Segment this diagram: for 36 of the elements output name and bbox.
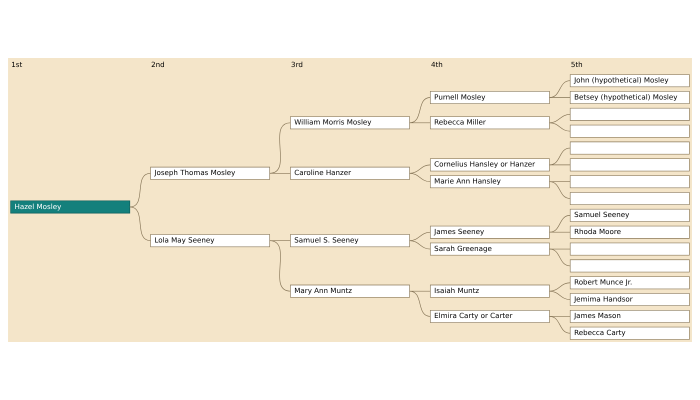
connector <box>549 164 571 166</box>
node-box <box>570 175 690 188</box>
connector <box>549 97 571 98</box>
connector <box>409 240 431 250</box>
connector <box>549 248 571 266</box>
connector <box>549 232 571 233</box>
node-box <box>570 108 690 121</box>
node-box <box>570 124 690 138</box>
connector <box>549 80 571 98</box>
connector <box>409 164 431 174</box>
node-box <box>570 192 690 206</box>
connector <box>549 181 571 182</box>
connector <box>409 232 431 241</box>
connector <box>549 248 571 250</box>
connector <box>549 215 571 233</box>
connector <box>549 316 571 317</box>
connector <box>549 290 571 300</box>
connector <box>409 172 431 182</box>
connector <box>549 282 571 292</box>
connector <box>549 181 571 199</box>
connector <box>269 240 291 292</box>
connector <box>129 172 151 208</box>
connector <box>269 172 291 174</box>
connector <box>549 114 571 124</box>
node-box <box>570 142 690 154</box>
connector <box>409 97 431 124</box>
node-box <box>570 259 690 272</box>
connector <box>549 148 571 166</box>
connector <box>269 122 291 174</box>
connector <box>409 122 431 124</box>
connector <box>549 122 571 132</box>
node-box <box>570 242 690 256</box>
node-box <box>570 158 690 172</box>
connector <box>409 290 431 317</box>
connector <box>549 316 571 334</box>
connector <box>129 206 151 241</box>
